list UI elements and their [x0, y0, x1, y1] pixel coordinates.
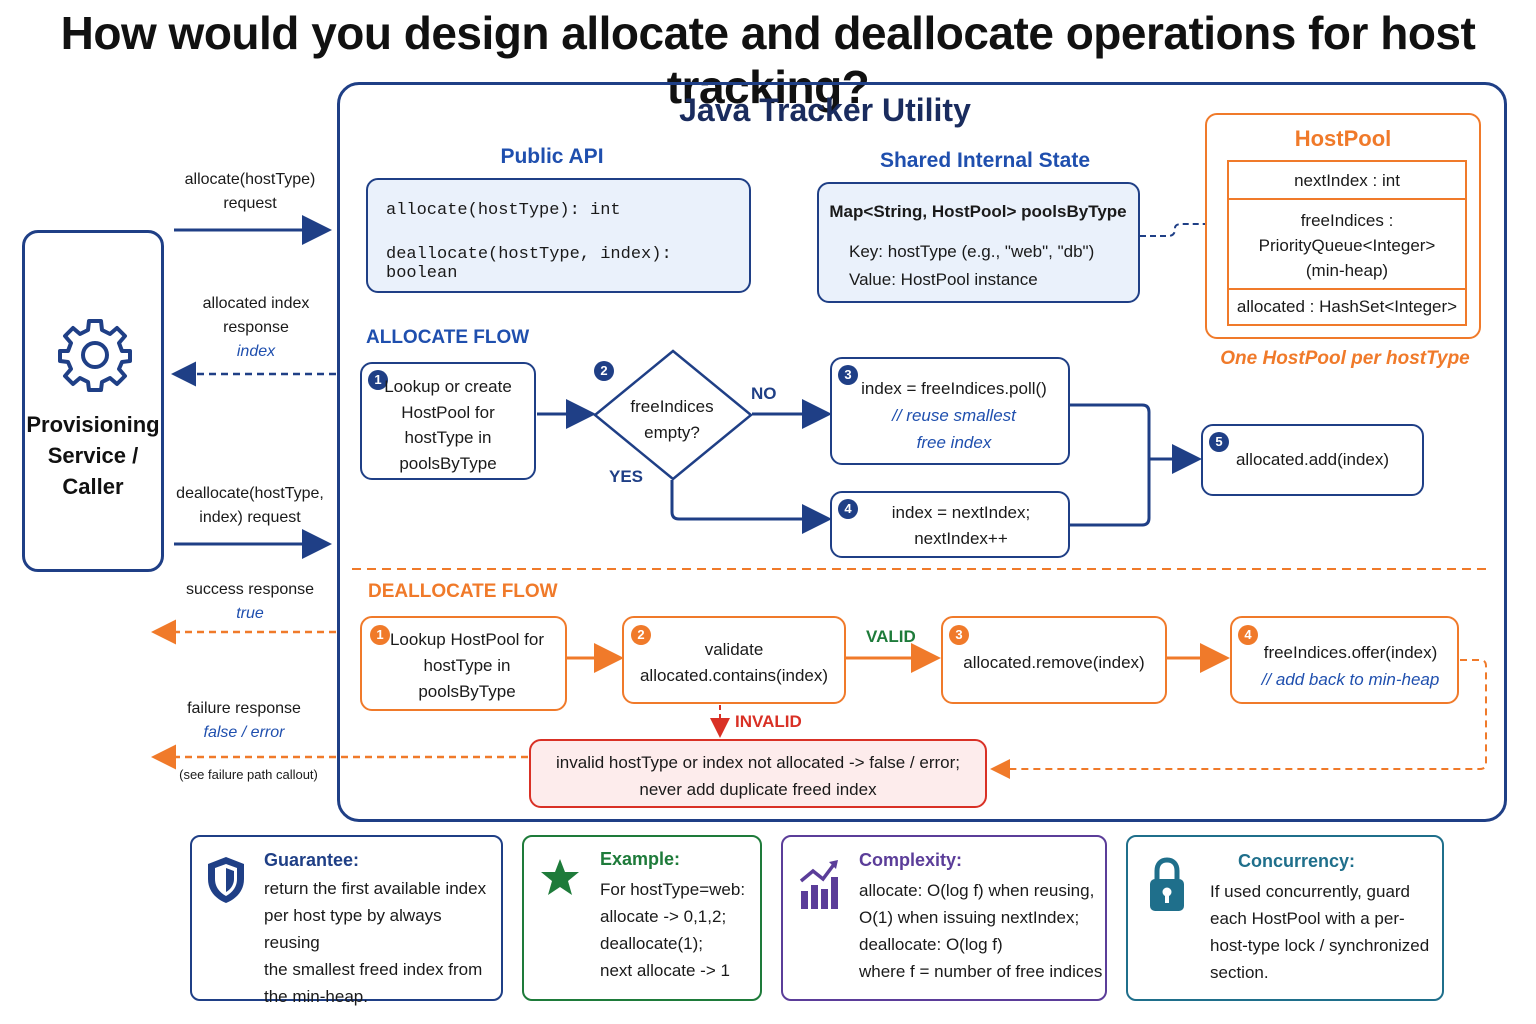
step-badge: 1: [370, 625, 390, 645]
hostpool-box: HostPool nextIndex : int freeIndices :Pr…: [1205, 113, 1481, 339]
invalid-label: INVALID: [735, 712, 802, 731]
valid-label: VALID: [866, 627, 916, 646]
allocate-flow-heading: ALLOCATE FLOW: [366, 327, 530, 348]
shared-state-box: Map<String, HostPool> poolsByType Key: h…: [817, 182, 1140, 303]
utility-title: Java Tracker Utility: [679, 92, 971, 128]
tracker-utility-container: [337, 82, 1507, 822]
concurrency-card: Concurrency: If used concurrently, guard…: [1126, 835, 1444, 1001]
error-callout-text: invalid hostType or index not allocated …: [556, 753, 960, 799]
step-badge: 2: [594, 361, 614, 381]
step-badge: 4: [838, 499, 858, 519]
alloc-step4-box: 4 index = nextIndex;nextIndex++: [830, 491, 1070, 558]
star-icon: [541, 859, 579, 895]
allocate-request-label: allocate(hostType)request: [184, 171, 316, 212]
dealloc-step4-box: 4 freeIndices.offer(index)// add back to…: [1230, 616, 1459, 704]
complexity-text: allocate: O(log f) when reusing,O(1) whe…: [859, 881, 1103, 981]
alloc-step3-box: 3 index = freeIndices.poll()// reuse sma…: [830, 357, 1070, 465]
field-allocated: allocated : HashSet<Integer>: [1236, 297, 1458, 316]
deallocate-signature: deallocate(hostType, index): boolean: [386, 245, 672, 283]
step-badge: 5: [1209, 432, 1229, 452]
alloc-step5-box: 5 allocated.add(index): [1201, 424, 1424, 496]
dealloc-step4-text: freeIndices.offer(index)// add back to m…: [1261, 643, 1440, 689]
branch-no-label: NO: [751, 384, 777, 403]
hostpool-fields: nextIndex : int freeIndices :PriorityQue…: [1227, 160, 1467, 326]
complexity-title: Complexity:: [859, 850, 963, 870]
alloc-decision-diamond: [593, 349, 753, 481]
deallocate-flow-heading: DEALLOCATE FLOW: [368, 581, 558, 602]
public-api-box: allocate(hostType): int deallocate(hostT…: [366, 178, 751, 293]
dealloc-step3-text: allocated.remove(index): [963, 653, 1145, 672]
step-badge: 3: [949, 625, 969, 645]
public-api-heading: Public API: [500, 145, 604, 168]
page-title: How would you design allocate and deallo…: [60, 7, 1476, 113]
error-callout-box: invalid hostType or index not allocated …: [529, 739, 987, 808]
concurrency-title: Concurrency:: [1238, 851, 1356, 871]
complexity-card: Complexity: allocate: O(log f) when reus…: [781, 835, 1107, 1001]
step-badge: 2: [631, 625, 651, 645]
field-freeindices: freeIndices :PriorityQueue<Integer>(min-…: [1229, 200, 1465, 290]
shared-state-heading: Shared Internal State: [879, 149, 1091, 172]
pools-by-type-map: Map<String, HostPool> poolsByType: [829, 202, 1127, 221]
dealloc-step3-box: 3 allocated.remove(index): [941, 616, 1167, 704]
example-card: Example: For hostType=web:allocate -> 0,…: [522, 835, 762, 1001]
hostpool-heading: HostPool: [1294, 126, 1392, 151]
branch-yes-label: YES: [609, 467, 644, 486]
alloc-step4-text: index = nextIndex;nextIndex++: [891, 503, 1031, 548]
guarantee-card: Guarantee: return the first available in…: [190, 835, 503, 1006]
lock-icon: [1150, 857, 1184, 911]
step-badge: 4: [1238, 625, 1258, 645]
link-state-hostpool: [1140, 223, 1205, 237]
step-badge: 1: [368, 370, 388, 390]
guarantee-title: Guarantee:: [264, 850, 360, 870]
example-title: Example:: [600, 849, 681, 869]
failure-callout-note: (see failure path callout): [179, 767, 318, 782]
growth-chart-icon: [799, 860, 838, 909]
alloc-step3-text: index = freeIndices.poll()// reuse small…: [861, 379, 1047, 452]
example-text: For hostType=web:allocate -> 0,1,2;deall…: [600, 880, 746, 980]
shield-icon: [208, 857, 244, 903]
field-nextindex: nextIndex : int: [1229, 162, 1465, 200]
map-value-desc: Value: HostPool instance: [849, 270, 1038, 289]
deallocate-request-label: deallocate(hostType,index) request: [176, 485, 324, 526]
hostpool-caption: One HostPool per hostType: [1220, 348, 1470, 369]
allocate-signature: allocate(hostType): int: [386, 201, 621, 220]
gear-icon: [58, 319, 132, 392]
step-badge: 3: [838, 365, 858, 385]
map-key-desc: Key: hostType (e.g., "web", "db"): [849, 242, 1095, 261]
alloc-step5-text: allocated.add(index): [1235, 450, 1390, 469]
